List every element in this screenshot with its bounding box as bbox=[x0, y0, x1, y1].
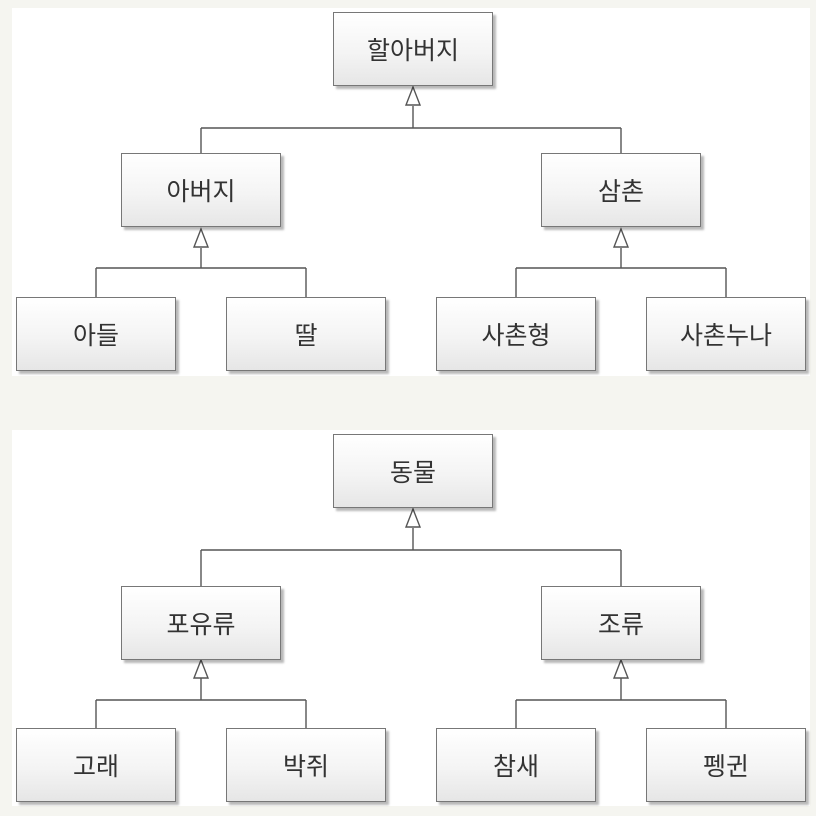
class-node-older-female-cousin: 사촌누나 bbox=[646, 297, 806, 371]
class-node-bat: 박쥐 bbox=[226, 728, 386, 802]
class-node-bird: 조류 bbox=[541, 586, 701, 660]
class-node-older-male-cousin: 사촌형 bbox=[436, 297, 596, 371]
class-node-whale: 고래 bbox=[16, 728, 176, 802]
class-node-uncle: 삼촌 bbox=[541, 153, 701, 227]
class-node-sparrow: 참새 bbox=[436, 728, 596, 802]
class-node-son: 아들 bbox=[16, 297, 176, 371]
class-node-grandfather: 할아버지 bbox=[333, 12, 493, 86]
class-node-mammal: 포유류 bbox=[121, 586, 281, 660]
class-node-father: 아버지 bbox=[121, 153, 281, 227]
class-node-animal: 동물 bbox=[333, 434, 493, 508]
class-node-penguin: 펭귄 bbox=[646, 728, 806, 802]
class-node-daughter: 딸 bbox=[226, 297, 386, 371]
